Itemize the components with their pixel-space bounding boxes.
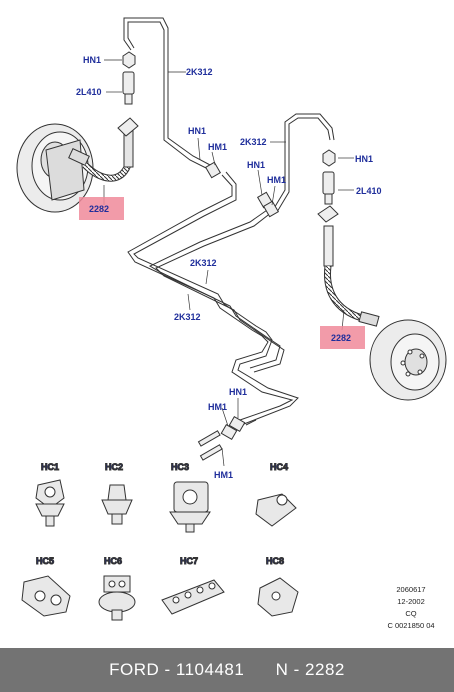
- callout-hm1: HM1: [267, 175, 286, 185]
- right-brake-hose: [323, 265, 380, 327]
- brake-pipes: [123, 17, 335, 426]
- callout-hn1: HN1: [188, 126, 206, 136]
- diagram-canvas: HN1 2L410 2K312 HN1 HM1 2K312 HN1 HN1 HM…: [16, 17, 447, 621]
- highlight-left-2282: 2282: [79, 197, 124, 220]
- clip-label: HC2: [105, 462, 123, 472]
- footer-gap: [244, 660, 275, 680]
- clip-label: HC7: [180, 556, 198, 566]
- callout-hm1: HM1: [208, 402, 227, 412]
- callout-hm1: HM1: [214, 470, 233, 480]
- footer-n-value: 2282: [305, 660, 345, 679]
- line-fittings: [197, 161, 280, 461]
- clip-label: HC4: [270, 462, 288, 472]
- callout-hn1: HN1: [355, 154, 373, 164]
- clip-hc5-icon: HC5: [21, 556, 71, 617]
- clip-hc4-icon: HC4: [255, 462, 297, 527]
- clip-hc2-icon: HC2: [101, 462, 133, 525]
- highlight-right-2282: 2282: [320, 326, 365, 349]
- callout-hm1: HM1: [208, 142, 227, 152]
- clip-hc6-icon: HC6: [98, 556, 136, 621]
- clip-label: HC8: [266, 556, 284, 566]
- clip-hc3-icon: HC3: [169, 462, 211, 533]
- callout-hn1: HN1: [247, 160, 265, 170]
- callout-2k312: 2K312: [190, 258, 217, 268]
- clip-hc1-icon: HC1: [35, 462, 65, 527]
- reference-line: C 0021850 04: [387, 621, 435, 630]
- reference-line: 12-2002: [397, 597, 425, 606]
- clip-label: HC1: [41, 462, 59, 472]
- left-union-fitting: [122, 51, 136, 105]
- callout-2k312: 2K312: [186, 67, 213, 77]
- callout-hn1: HN1: [229, 387, 247, 397]
- clip-label: HC3: [171, 462, 189, 472]
- callout-2l410: 2L410: [76, 87, 102, 97]
- footer-separator: -: [288, 660, 306, 679]
- part-number-label: 2282: [331, 333, 351, 343]
- left-brake-hose: [68, 117, 139, 182]
- reference-line: 2060617: [396, 585, 426, 594]
- reference-line: CQ: [405, 609, 417, 618]
- clip-hc7-icon: HC7: [161, 556, 225, 615]
- footer-brand: FORD: [109, 660, 160, 679]
- callout-2k312: 2K312: [174, 312, 201, 322]
- clip-label: HC6: [104, 556, 122, 566]
- right-brake-drum: [369, 319, 447, 401]
- callout-2k312: 2K312: [240, 137, 267, 147]
- part-number-label: 2282: [89, 204, 109, 214]
- callout-2l410: 2L410: [356, 186, 382, 196]
- leader-lines: [103, 59, 354, 467]
- footer-n-label: N: [275, 660, 289, 679]
- footer-bar: FORD - 1104481 N - 2282: [0, 648, 454, 692]
- clip-hc8-icon: HC8: [257, 556, 299, 617]
- footer-part-number: 1104481: [175, 660, 245, 679]
- callout-hn1: HN1: [83, 55, 101, 65]
- footer-separator: -: [159, 660, 176, 679]
- clip-label: HC5: [36, 556, 54, 566]
- brake-line-diagram: HN1 2L410 2K312 HN1 HM1 2K312 HN1 HN1 HM…: [16, 17, 447, 621]
- right-union-fitting: [317, 149, 339, 267]
